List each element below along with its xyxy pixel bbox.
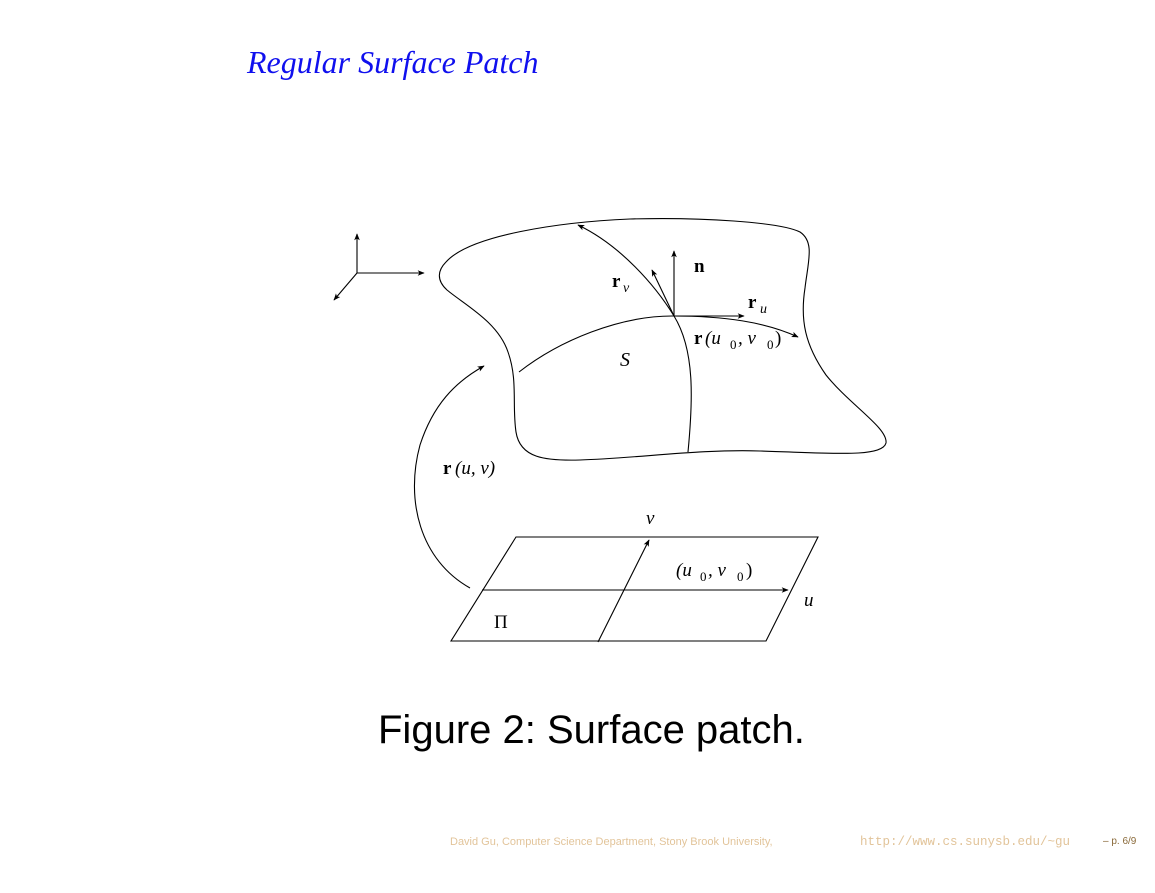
- plane-label: Π: [494, 612, 508, 633]
- surface-label: S: [620, 349, 630, 371]
- point-comma: , v: [738, 328, 757, 349]
- surface-u-curve: [518, 315, 799, 373]
- param-v-axis: [597, 539, 650, 643]
- point-label: r (u 0 , v 0 ): [694, 328, 781, 352]
- r-u-label: r: [748, 292, 757, 313]
- param-point-open: (u: [676, 560, 692, 581]
- param-point-sub1: 0: [737, 569, 744, 584]
- mapping-arrow: [413, 365, 485, 589]
- r-v-tangent: [651, 269, 675, 317]
- footer-author: David Gu, Computer Science Department, S…: [450, 836, 773, 848]
- r-u-subscript: u: [760, 302, 767, 317]
- slide-title: Regular Surface Patch: [247, 44, 539, 80]
- r-v-subscript: v: [623, 281, 630, 296]
- point-close: ): [775, 328, 781, 349]
- param-point-sub0: 0: [700, 569, 707, 584]
- param-v-label: v: [646, 508, 655, 529]
- footer-url[interactable]: http://www.cs.sunysb.edu/~gu: [860, 835, 1071, 849]
- point-args: (u: [705, 328, 721, 349]
- point-sub0: 0: [730, 337, 737, 352]
- footer-page-number: – p. 6/9: [1103, 836, 1137, 847]
- map-r: r: [443, 458, 452, 479]
- mapping-label: r (u, v): [443, 458, 495, 479]
- r-v-label: r: [612, 271, 621, 292]
- figure-caption: Figure 2: Surface patch.: [378, 708, 805, 752]
- param-point-close: ): [746, 560, 752, 581]
- coordinate-axes: [333, 233, 425, 301]
- normal-label: n: [694, 256, 705, 277]
- param-u-label: u: [804, 590, 814, 611]
- param-point-label: (u 0 , v 0 ): [676, 560, 752, 584]
- param-point-comma: , v: [708, 560, 727, 581]
- surface-boundary: [438, 218, 887, 461]
- parameter-plane: [450, 536, 819, 642]
- map-args: (u, v): [455, 458, 495, 479]
- point-r: r: [694, 328, 703, 349]
- point-sub1: 0: [767, 337, 774, 352]
